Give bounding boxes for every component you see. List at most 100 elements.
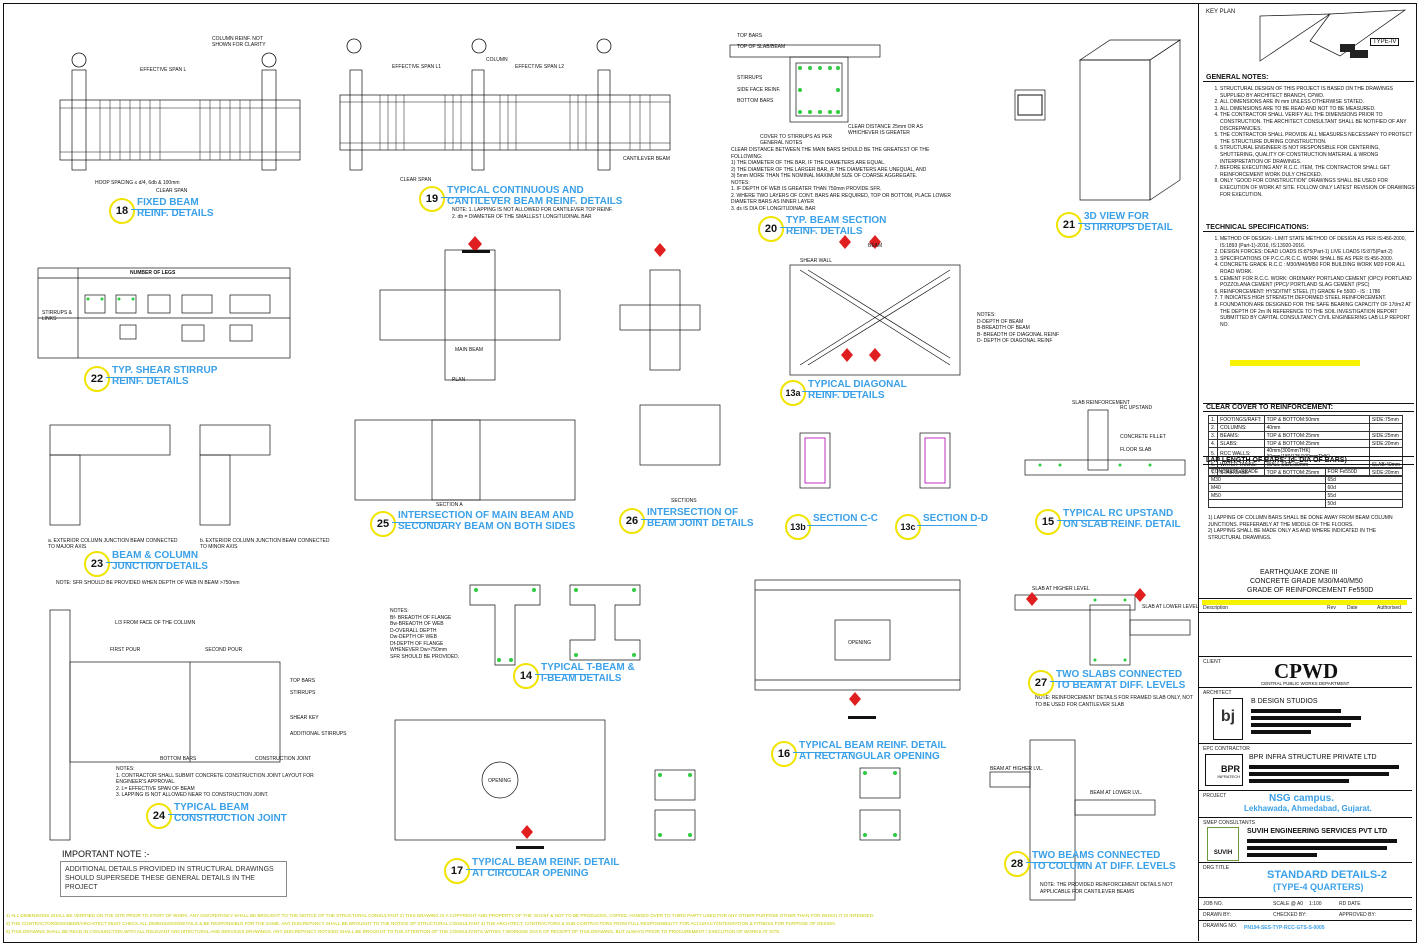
label-construction-joint: CONSTRUCTION JOINT xyxy=(255,756,312,762)
label-top-bars-20: TOP BARS xyxy=(737,33,763,39)
detail-number: 24 xyxy=(146,803,172,829)
clear-cover-cell: 2. xyxy=(1207,423,1219,432)
drg-subtitle: (TYPE-4 QUARTERS) xyxy=(1273,882,1364,892)
label-top-of-slab: TOP OF SLAB/BEAM xyxy=(737,44,786,50)
detail-number: 13b xyxy=(785,514,811,540)
label-floor-slab: FLOOR SLAB xyxy=(1120,447,1152,453)
general-note: STRUCTURAL DESIGN OF THIS PROJECT IS BAS… xyxy=(1220,86,1415,99)
redacted-bar xyxy=(1249,772,1389,776)
label-slab-lower: SLAB AT LOWER LEVEL xyxy=(1142,604,1199,610)
label-clear-distance: CLEAR DISTANCE 25mm OR AS WHICHEVER IS G… xyxy=(848,124,923,136)
general-note: THE CONTRACTOR SHALL VERIFY ALL THE DIME… xyxy=(1220,112,1415,132)
label-exterior-major: a. EXTERIOR COLUMN JUNCTION BEAM CONNECT… xyxy=(48,538,178,550)
detail-title: INTERSECTION OF BEAM JOINT DETAILS xyxy=(647,507,754,529)
concrete-grade: CONCRETE GRADE M30/M40/M50 xyxy=(1250,578,1363,585)
general-note: BEFORE EXECUTING ANY R.C.C. ITEM, THE CO… xyxy=(1220,165,1415,178)
caption-underline xyxy=(1078,223,1138,224)
note-20: CLEAR DISTANCE BETWEEN THE MAIN BARS SHO… xyxy=(731,147,952,212)
epc-name: BPR INFRA STRUCTURE PRIVATE LTD xyxy=(1249,754,1377,761)
epc-logo-sub: INFRATECH xyxy=(1217,774,1240,779)
detail-number: 13c xyxy=(895,514,921,540)
client-label: CLIENT xyxy=(1203,659,1221,665)
type-label: TYPE-IV xyxy=(1370,38,1400,46)
lap-cell: 65d xyxy=(1324,475,1404,484)
label-shear-key: SHEAR KEY xyxy=(290,715,319,721)
clear-cover-cell: 1. xyxy=(1207,415,1219,424)
redacted-bar xyxy=(1251,709,1341,713)
caption-underline xyxy=(168,814,228,815)
scale-value: 1:100 xyxy=(1309,901,1322,907)
lap-cell: 55d xyxy=(1324,491,1404,500)
detail-title: BEAM & COLUMN JUNCTION DETAILS xyxy=(112,550,208,572)
tech-spec: CEMENT FOR R.C.C. WORK: ORDINARY PORTLAN… xyxy=(1220,276,1415,289)
clear-cover-cell: 40mm xyxy=(1263,423,1370,432)
job-row-1: JOB NO. SCALE @ A0 1:100 RD DATE xyxy=(1199,898,1412,910)
detail-number: 15 xyxy=(1035,509,1061,535)
redacted-bar xyxy=(1251,723,1351,727)
label-l3-face: L/3 FROM FACE OF THE COLUMN xyxy=(115,620,196,626)
label-plan: PLAN xyxy=(452,377,466,383)
general-note: THE CONTRACTOR SHALL PROVIDE ALL MEASURE… xyxy=(1220,132,1415,145)
earthquake-zone: EARTHQUAKE ZONE III xyxy=(1260,569,1338,576)
rev-head-description: Description xyxy=(1203,605,1229,611)
architect-logo: bj xyxy=(1213,698,1243,740)
detail-number: 26 xyxy=(619,508,645,534)
detail-title: TYP. SHEAR STIRRUP REINF. DETAILS xyxy=(112,365,218,387)
tech-spec: T INDICATES HIGH STRENGTH DEFORMED STEEL… xyxy=(1220,295,1415,302)
architect-label: ARCHITECT xyxy=(1203,690,1232,696)
detail-title: TYPICAL DIAGONAL REINF. DETAILS xyxy=(808,379,907,401)
label-hoop-spacing: HOOP SPACING ≤ d/4, 6db & 100mm xyxy=(95,180,180,186)
scale-label: SCALE @ A0 xyxy=(1273,901,1304,907)
general-note: STRUCTURAL ENGINEER IS NOT RESPONSIBLE F… xyxy=(1220,145,1415,165)
caption-underline xyxy=(1057,520,1117,521)
detail-title: 3D VIEW FOR STIRRUPS DETAIL xyxy=(1084,211,1173,233)
drawing-no-label: DRAWING NO. xyxy=(1203,923,1238,929)
label-rc-upstand: RC UPSTAND xyxy=(1120,405,1153,411)
label-top-bars-24: TOP BARS xyxy=(290,678,316,684)
detail-number: 27 xyxy=(1028,670,1054,696)
detail-number: 18 xyxy=(109,198,135,224)
label-beam-13a: BEAM xyxy=(868,243,883,249)
lap-cell: M50 xyxy=(1208,491,1326,500)
clear-cover-title: CLEAR COVER TO REINFORCEMENT: xyxy=(1203,403,1414,412)
tech-spec: REINFORCEMENT: HYSD/TMT STEEL (T) GRADE … xyxy=(1220,289,1415,296)
label-stirrups-24: STIRRUPS xyxy=(290,690,316,696)
caption-underline xyxy=(535,674,595,675)
note-sfr: NOTE: SFR SHOULD BE PROVIDED WHEN DEPTH … xyxy=(56,580,240,586)
consultant-label: SMEP CONSULTANTS xyxy=(1203,820,1255,826)
drawing-no: PN194-SES-TYP-RCC-GTS-S-0005 xyxy=(1244,925,1325,931)
job-info-grid: JOB NO. SCALE @ A0 1:100 RD DATE DRAWN B… xyxy=(1199,897,1412,942)
label-clear-span: CLEAR SPAN xyxy=(156,188,188,194)
label-cover: COVER TO STIRRUPS AS PER GENERAL NOTES xyxy=(760,134,833,146)
caption-underline xyxy=(131,209,191,210)
rev-head-rev: Rev xyxy=(1327,605,1336,611)
caption-underline xyxy=(106,377,166,378)
lap-head: FOR Fe550D xyxy=(1324,467,1404,476)
label-sections: SECTIONS xyxy=(671,498,697,504)
detail-number: 22 xyxy=(84,366,110,392)
lap-cell xyxy=(1208,499,1326,508)
detail-number: 23 xyxy=(84,551,110,577)
note-28: NOTE: THE PROVIDED REINFORCEMENT DETAILS… xyxy=(1040,882,1173,895)
rev-head-date: Date xyxy=(1347,605,1358,611)
approved-by-label: APPROVED BY: xyxy=(1339,912,1376,918)
detail-number: 25 xyxy=(370,511,396,537)
revision-highlight xyxy=(1202,600,1407,605)
redacted-bar xyxy=(1249,779,1349,783)
drg-title: STANDARD DETAILS-2 xyxy=(1267,869,1387,881)
label-effective-span-l2: EFFECTIVE SPAN L2 xyxy=(515,64,565,70)
detail-number: 21 xyxy=(1056,212,1082,238)
label-first-pour: FIRST POUR xyxy=(110,647,141,653)
note-24: NOTES: 1. CONTRACTOR SHALL SUBMIT CONCRE… xyxy=(116,766,314,798)
architect-section: ARCHITECT bj B DESIGN STUDIOS xyxy=(1199,687,1412,743)
general-note: ALL DIMENSIONS ARE IN mm UNLESS OTHERWIS… xyxy=(1220,99,1415,106)
label-slab-reinf: SLAB REINFORCEMENT xyxy=(1072,400,1130,406)
redacted-bar xyxy=(1251,716,1361,720)
general-notes-title: GENERAL NOTES: xyxy=(1203,74,1414,82)
reinforcement-grade: GRADE OF REINFORCEMENT Fe550D xyxy=(1247,587,1374,594)
detail-title: TYPICAL BEAM REINF. DETAIL AT CIRCULAR O… xyxy=(472,857,620,879)
project-name: NSG campus. xyxy=(1269,793,1335,804)
